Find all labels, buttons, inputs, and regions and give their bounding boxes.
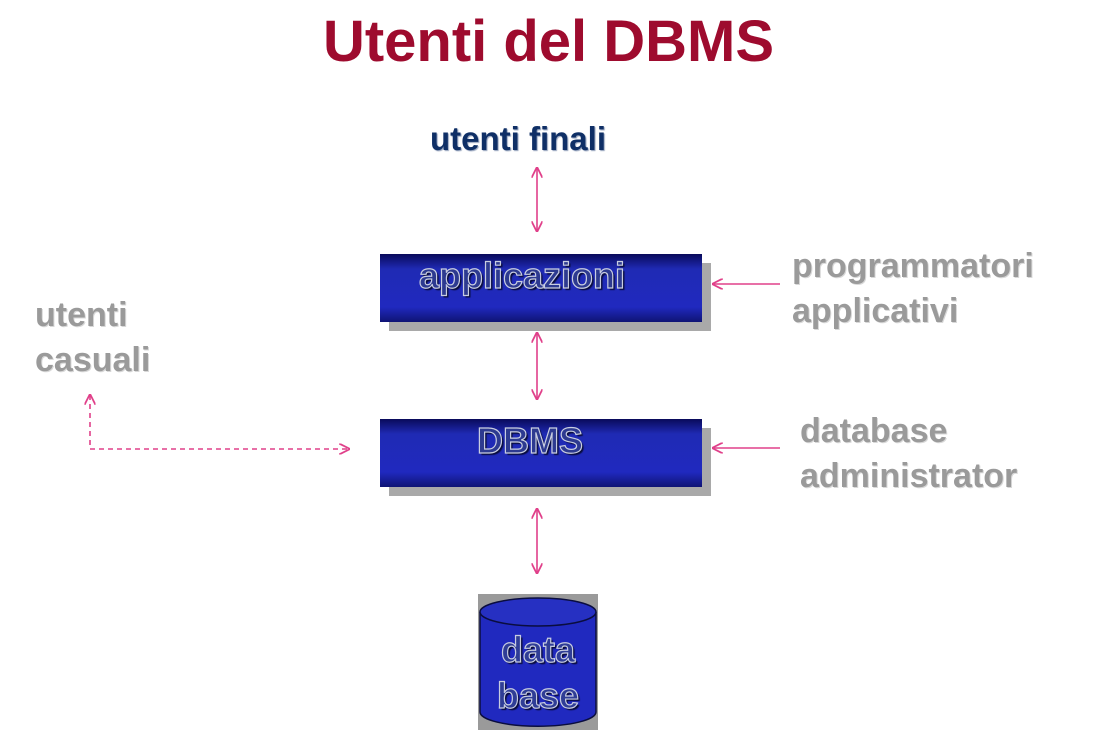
utenti-finali-label: utenti finali — [430, 120, 606, 157]
dba-label: database administrator — [800, 412, 1018, 495]
slide-title: Utenti del DBMS — [322, 9, 775, 74]
database-label-line2: base — [496, 674, 580, 716]
dbms-box: DBMS — [380, 419, 702, 487]
database-label-line1: data — [500, 628, 576, 670]
database-cylinder — [478, 594, 598, 730]
utenti-casuali-label: utenti casuali — [35, 296, 151, 379]
dbms-label: DBMS — [476, 420, 583, 461]
applicazioni-label: applicazioni — [418, 255, 626, 296]
programmatori-label: programmatori applicativi — [792, 247, 1034, 330]
arrow-utenti-casuali — [90, 395, 349, 449]
applicazioni-box: applicazioni — [380, 254, 702, 322]
